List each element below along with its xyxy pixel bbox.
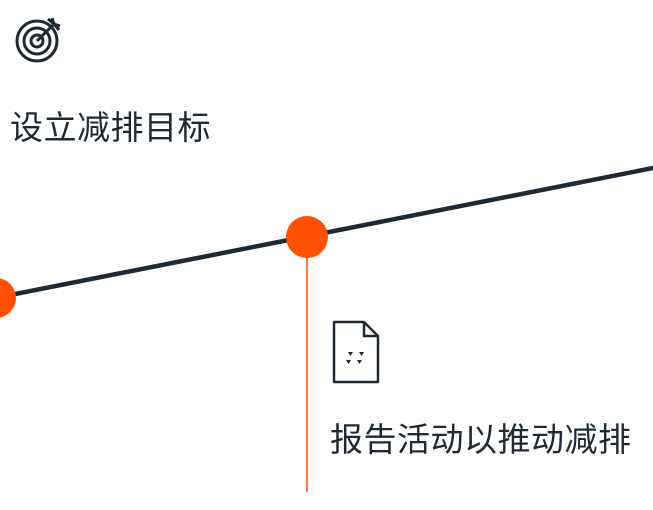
timeline-marker-left <box>0 278 16 318</box>
timeline-marker-center <box>286 216 328 258</box>
target-icon <box>15 17 61 63</box>
document-icon <box>332 320 380 384</box>
step-label-set-target: 设立减排目标 <box>10 108 211 147</box>
step-label-report-activity: 报告活动以推动减排 <box>330 420 632 459</box>
